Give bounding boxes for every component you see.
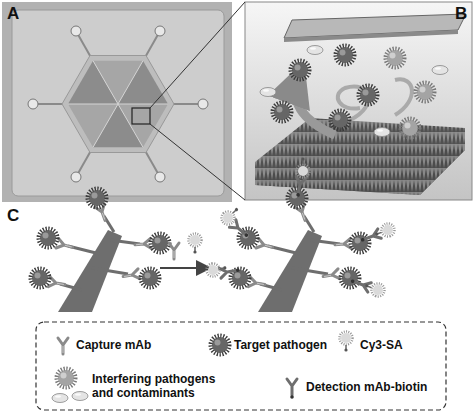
chip-photo-part-part [155, 172, 165, 182]
capture-scheme-part [349, 276, 371, 292]
legend-text: Capture mAb [76, 338, 151, 352]
chamber-illustration-part [395, 79, 412, 115]
panel-letter: B [455, 5, 467, 23]
capture-scheme-part [219, 204, 242, 227]
chamber-illustration-part [284, 30, 458, 42]
capture-scheme-part-part [92, 268, 128, 274]
panel-letter: C [7, 207, 19, 225]
chip-photo-part-part [68, 104, 118, 105]
chip-photo [2, 2, 232, 202]
capture-scheme-part [122, 269, 139, 282]
chip-photo-part-part [71, 172, 81, 182]
capture-scheme-part [373, 222, 396, 241]
capture-scheme-part [189, 234, 202, 254]
capture-scheme-part [260, 216, 340, 290]
chip-photo-part [132, 108, 150, 124]
chamber-illustration-part [291, 61, 310, 80]
chip-photo-part-part [93, 61, 118, 104]
chamber-illustration-part [307, 46, 323, 55]
chamber-illustration-part [416, 83, 435, 102]
chip-photo-part [2, 2, 232, 202]
chip-photo-part-part [71, 26, 81, 36]
chamber-illustration-part [245, 2, 472, 200]
legend-text: Cy3-SA [360, 338, 403, 352]
chamber-illustration-part [401, 119, 420, 138]
capture-scheme-part [39, 229, 58, 248]
capture-scheme-part [359, 229, 381, 245]
legend-frame-part [287, 379, 297, 399]
chip-photo-part-part [155, 26, 165, 36]
legend-text: Detection mAb-biotin [306, 380, 427, 394]
chamber-illustration-part [432, 66, 448, 75]
capture-scheme-part [341, 269, 360, 288]
chamber-illustration-part [359, 86, 378, 105]
capture-scheme-part [205, 261, 227, 277]
chip-photo-part-part [118, 104, 143, 147]
capture-scheme-part [60, 216, 140, 290]
capture-scheme-part [88, 189, 107, 208]
chamber-illustration [245, 2, 472, 200]
zoom-lines [150, 2, 245, 200]
capture-scheme-part [256, 238, 274, 252]
capture-scheme-part [151, 234, 170, 253]
legend-frame-part [36, 322, 446, 410]
capture-scheme-part [322, 269, 339, 282]
legend-frame-part [211, 336, 230, 355]
chip-photo-part [68, 104, 118, 147]
legend-frame [36, 322, 446, 410]
chip-photo-part [12, 10, 224, 196]
capture-scheme-part-part [292, 268, 328, 274]
chamber-illustration-part [374, 128, 390, 137]
capture-scheme-part [141, 269, 160, 288]
zoom-lines-part [150, 2, 245, 108]
chip-photo-part [33, 31, 203, 177]
chip-photo-part [28, 26, 208, 182]
chip-photo-part-part [28, 99, 38, 109]
legend-frame-part [52, 394, 68, 403]
capture-scheme-part [219, 265, 240, 278]
capture-scheme-part [297, 157, 310, 177]
capture-scheme-part [288, 189, 307, 208]
chip-photo-part [118, 61, 168, 104]
chip-photo-part [62, 56, 174, 153]
capture-scheme-part [169, 243, 179, 259]
legend-frame-part [72, 392, 88, 401]
capture-scheme [31, 157, 397, 312]
legend-frame-part [340, 332, 353, 352]
capture-scheme-part [31, 269, 50, 288]
chip-photo-part-part [93, 104, 118, 147]
zoom-lines-part [150, 124, 245, 200]
capture-scheme-part [229, 220, 251, 240]
capture-scheme-part [351, 234, 370, 253]
legend-frame-part [57, 369, 76, 388]
chip-photo-part-part [118, 104, 168, 105]
legend-frame-part [58, 338, 68, 354]
capture-scheme-part [363, 279, 386, 298]
capture-scheme-part [160, 267, 208, 269]
chamber-illustration-part [260, 88, 276, 97]
chamber-illustration-part [255, 118, 465, 195]
chamber-illustration-part [386, 49, 405, 68]
chamber-illustration-part [336, 46, 355, 65]
legend-text: Target pathogen [234, 338, 327, 352]
chamber-illustration-part [295, 78, 335, 135]
panel-letter: A [7, 5, 19, 23]
chamber-illustration-part [273, 103, 292, 122]
capture-scheme-part [56, 238, 74, 252]
chip-photo-part-part [198, 99, 208, 109]
chip-photo-part-part [118, 61, 143, 104]
capture-scheme-part [293, 176, 306, 197]
legend-text: Interfering pathogens and contaminants [92, 372, 227, 400]
chamber-illustration-part [331, 111, 350, 130]
